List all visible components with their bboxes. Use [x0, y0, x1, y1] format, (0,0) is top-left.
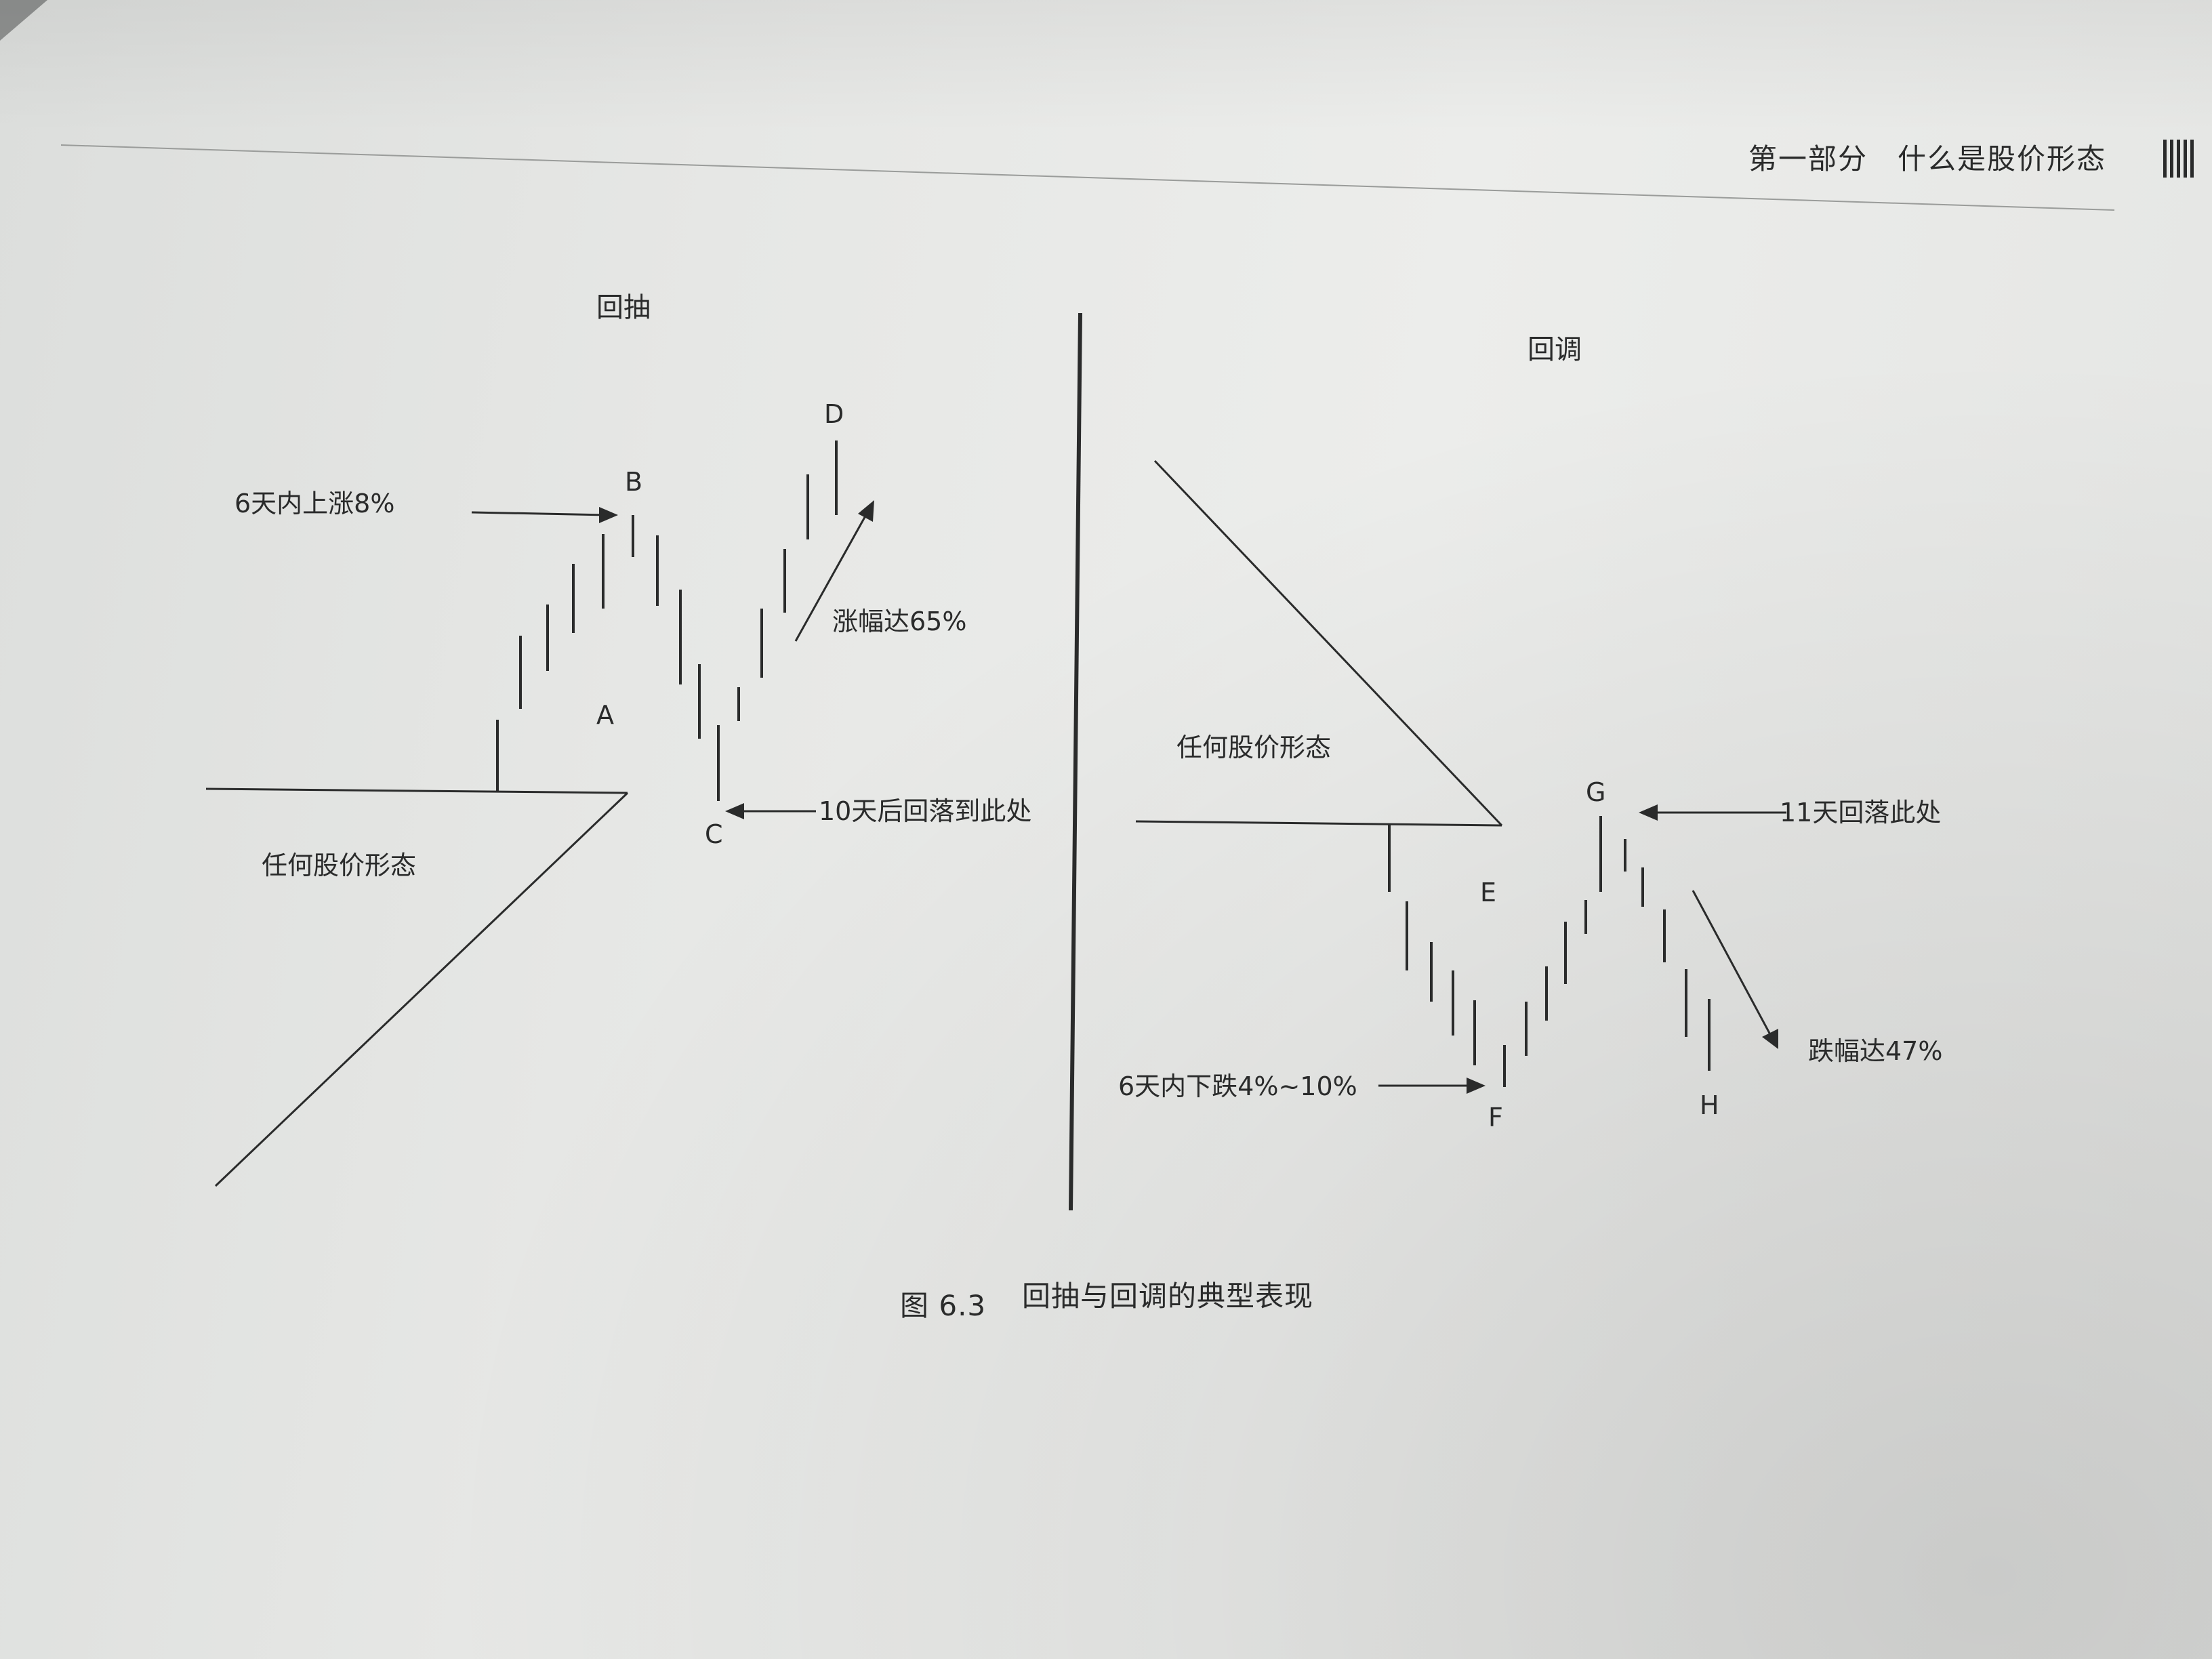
right-annotation-return: 11天回落此处: [1780, 798, 1942, 827]
figure-title: 回抽与回调的典型表现: [1022, 1279, 1314, 1313]
left-panel-title: 回抽: [596, 292, 651, 323]
right-pattern-diagonal: [1153, 459, 1503, 827]
header-thumb-index: [2163, 140, 2197, 178]
left-pattern-label: 任何股价形态: [262, 851, 417, 880]
arrow-to-f-head: [1467, 1078, 1486, 1094]
panel-divider: [1069, 312, 1082, 1211]
right-price-bars: [1388, 816, 1711, 1087]
left-annotation-gain: 涨幅达65%: [832, 607, 967, 636]
point-e-label: E: [1480, 878, 1497, 907]
header-part-title: 第一部分: [1748, 142, 1868, 176]
point-g-label: G: [1586, 777, 1606, 807]
arrow-to-b: [471, 511, 609, 516]
point-f-label: F: [1488, 1103, 1503, 1132]
figure-number: 图 6.3: [900, 1289, 987, 1322]
left-pattern-top-line: [205, 787, 628, 794]
point-h-label: H: [1700, 1090, 1719, 1120]
point-b-label: B: [625, 467, 643, 497]
left-price-bars: [496, 441, 838, 801]
right-panel-title: 回调: [1528, 334, 1582, 365]
point-c-label: C: [705, 819, 723, 849]
point-d-label: D: [824, 399, 844, 429]
right-pattern-top-line: [1135, 820, 1502, 827]
point-a-label: A: [596, 700, 614, 730]
header-chapter-title: 什么是股价形态: [1898, 142, 2107, 176]
arrow-gain-head: [858, 500, 874, 522]
arrow-to-c-head: [725, 803, 744, 819]
right-annotation-loss: 跌幅达47%: [1808, 1036, 1943, 1066]
right-annotation-drop: 6天内下跌4%~10%: [1118, 1071, 1357, 1101]
arrow-to-g-head: [1639, 804, 1658, 821]
left-annotation-fall: 10天后回落到此处: [819, 796, 1032, 826]
arrow-loss-head: [1762, 1029, 1778, 1049]
header-rule: [60, 144, 2115, 211]
arrow-gain: [794, 512, 869, 642]
arrow-loss: [1692, 890, 1773, 1038]
right-pattern-label: 任何股价形态: [1176, 733, 1332, 762]
arrow-to-b-head: [599, 507, 618, 523]
left-pattern-diagonal: [214, 792, 629, 1187]
left-annotation-rise: 6天内上涨8%: [234, 489, 395, 518]
